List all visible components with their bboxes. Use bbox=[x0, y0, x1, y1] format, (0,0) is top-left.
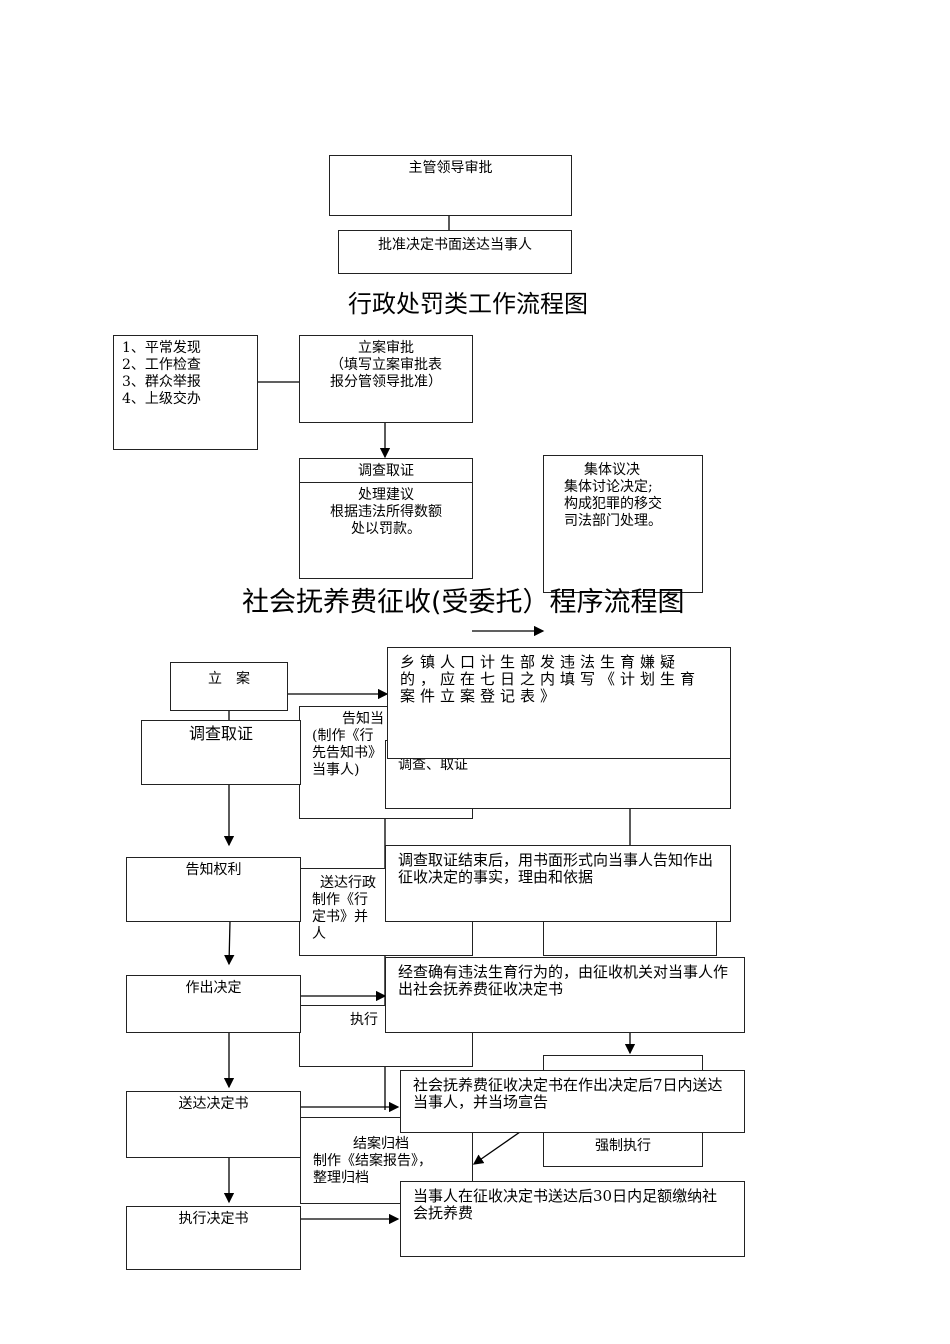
collective-label: 构成犯罪的移交 bbox=[564, 496, 662, 512]
investigate-box: 调查取证 处理建议根据违法所得数额处以罚款。 bbox=[299, 458, 473, 579]
collective-label: 集体议决 bbox=[584, 462, 640, 478]
suggest-label: 处以罚款。 bbox=[351, 521, 421, 537]
close-text: 结案归档 bbox=[353, 1136, 409, 1152]
note-deliver: 社会抚养费征收决定书在作出决定后7日内送达当事人，并当场宣告 bbox=[400, 1070, 745, 1133]
step-label: 立 案 bbox=[208, 671, 250, 687]
inv-text: 调查、取证 bbox=[398, 757, 468, 773]
notify-text: (制作《行 bbox=[312, 728, 374, 744]
step-label: 执行决定书 bbox=[178, 1211, 249, 1227]
investigate-label: 调查取证 bbox=[300, 459, 472, 483]
collective-label: 司法部门处理。 bbox=[564, 513, 662, 529]
suggest-label: 处理建议 bbox=[358, 487, 414, 503]
deliver-text: 送达行政 bbox=[320, 875, 376, 891]
note-execute: 当事人在征收决定书送达后30日内足额缴纳社会抚养费 bbox=[400, 1181, 745, 1257]
deliver-label: 批准决定书面送达当事人 bbox=[378, 237, 532, 253]
step-decide: 作出决定 bbox=[126, 975, 301, 1033]
notify-text: 告知当 bbox=[342, 711, 384, 727]
notify-text: 当事人) bbox=[312, 762, 360, 778]
step-label: 告知权利 bbox=[185, 862, 242, 878]
note-text: 社会抚养费征收决定书在作出决定后7日内送达当事人，并当场宣告 bbox=[413, 1076, 723, 1111]
source-item: 4、上级交办 bbox=[122, 391, 201, 407]
suggest-label: 根据违法所得数额 bbox=[330, 504, 442, 520]
deliver-text: 制作《行 bbox=[312, 892, 368, 908]
deliver-text: 人 bbox=[312, 926, 326, 942]
approve-label: 主管领导审批 bbox=[408, 160, 493, 176]
enforce-text: 强制执行 bbox=[595, 1138, 651, 1154]
approve-box: 主管领导审批 bbox=[329, 155, 572, 216]
source-item: 2、工作检查 bbox=[122, 357, 201, 373]
social-title: 社会抚养费征收(受委托）程序流程图 bbox=[242, 587, 685, 618]
note-text: 调查取证结束后，用书面形式向当事人告知作出征收决定的事实，理由和依据 bbox=[398, 851, 714, 886]
notify-text: 先告知书》 bbox=[312, 745, 382, 761]
step-label: 送达决定书 bbox=[178, 1096, 249, 1112]
admin-title: 行政处罚类工作流程图 bbox=[348, 290, 588, 318]
note-filing: 乡镇人口计生部发违法生育嫌疑的，应在七日之内填写《计划生育案件立案登记表》 bbox=[387, 647, 731, 759]
source-item: 1、平常发现 bbox=[122, 340, 201, 356]
filing-box: 立案审批（填写立案审批表报分管领导批准） bbox=[299, 335, 473, 423]
note-text: 经查确有违法生育行为的，由征收机关对当事人作出社会抚养费征收决定书 bbox=[398, 963, 729, 998]
step-deliver: 送达决定书 bbox=[126, 1091, 301, 1158]
note-text: 乡镇人口计生部发违法生育嫌疑的，应在七日之内填写《计划生育案件立案登记表》 bbox=[400, 653, 701, 705]
filing-label: 立案审批 bbox=[358, 340, 414, 356]
collective-label: 集体讨论决定; bbox=[564, 479, 653, 495]
step-label: 作出决定 bbox=[185, 980, 242, 996]
note-notify: 调查取证结束后，用书面形式向当事人告知作出征收决定的事实，理由和依据 bbox=[385, 845, 731, 922]
step-execute: 执行决定书 bbox=[126, 1206, 301, 1270]
step-notify: 告知权利 bbox=[126, 857, 301, 922]
source-item: 3、群众举报 bbox=[122, 374, 201, 390]
collective-box: 集体议决集体讨论决定;构成犯罪的移交司法部门处理。 bbox=[543, 455, 703, 593]
deliver-box: 批准决定书面送达当事人 bbox=[338, 230, 572, 274]
close-text: 制作《结案报告》， bbox=[313, 1153, 432, 1169]
step-label: 调查取证 bbox=[188, 724, 253, 743]
deliver-text: 定书》并 bbox=[312, 909, 368, 925]
filing-label: （填写立案审批表 bbox=[330, 357, 442, 373]
close-text: 整理归档 bbox=[313, 1170, 369, 1186]
note-text: 当事人在征收决定书送达后30日内足额缴纳社会抚养费 bbox=[413, 1187, 718, 1222]
exec-text: 执行 bbox=[350, 1012, 378, 1028]
note-decide: 经查确有违法生育行为的，由征收机关对当事人作出社会抚养费征收决定书 bbox=[385, 957, 745, 1033]
filing-label: 报分管领导批准） bbox=[330, 374, 442, 390]
step-filing: 立 案 bbox=[170, 662, 288, 711]
step-investigate: 调查取证 bbox=[141, 720, 301, 785]
